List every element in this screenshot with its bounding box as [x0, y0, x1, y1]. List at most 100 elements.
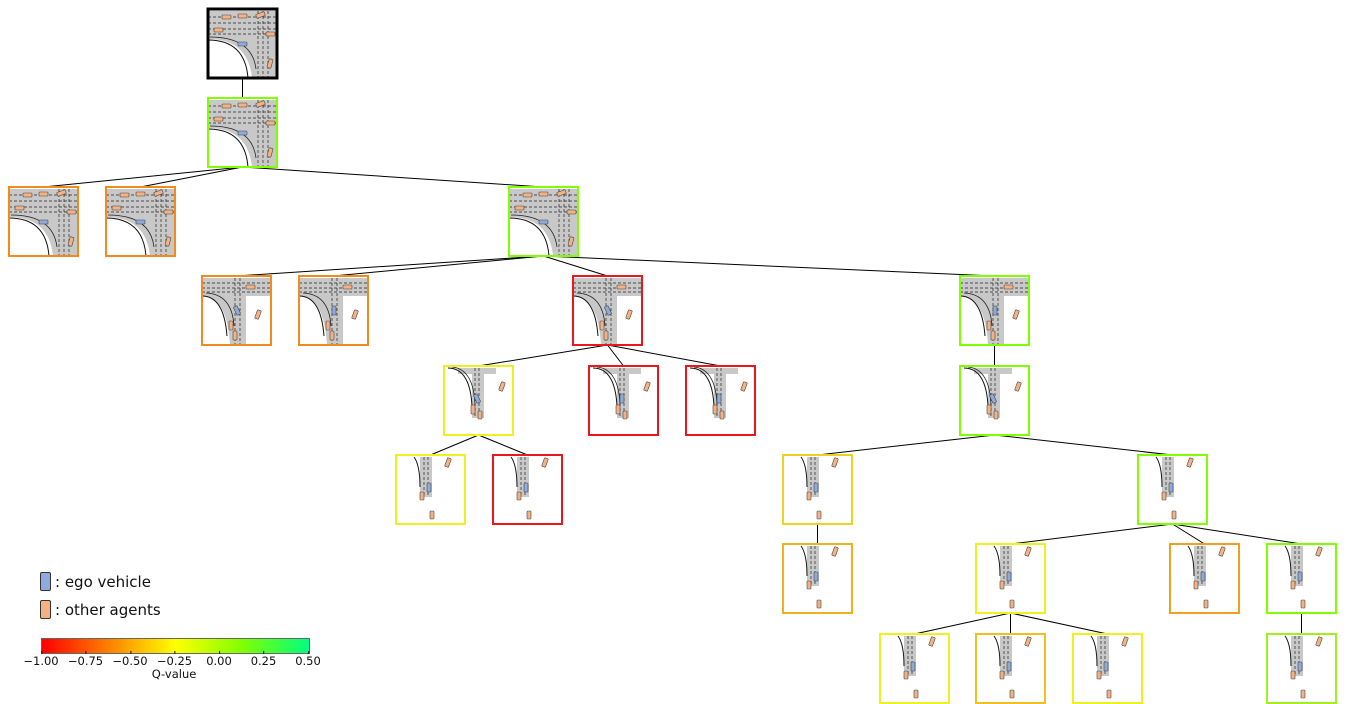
tree-node-n3a — [201, 275, 272, 346]
colorbar-tick: 0.25 — [250, 651, 277, 668]
node-border — [1072, 633, 1143, 704]
other-agent-icon — [903, 670, 909, 680]
ego-vehicle-icon — [1297, 661, 1303, 672]
ego-vehicle-icon — [1200, 571, 1206, 582]
node-border — [201, 275, 272, 346]
colorbar-tick: 0.00 — [206, 651, 232, 668]
other-agent-icon — [266, 58, 274, 69]
other-agent-icon — [329, 330, 335, 341]
tree-node-n3c — [572, 275, 643, 346]
tree-edges — [43, 78, 1302, 635]
scene-thumbnail — [1090, 635, 1129, 699]
node-border — [1266, 633, 1337, 704]
other-agent-icon — [538, 191, 549, 197]
other-agent-icon — [522, 192, 533, 198]
other-agent-icon — [831, 546, 839, 557]
other-agent-icon — [526, 510, 532, 520]
scene-thumbnail — [202, 278, 271, 345]
other-agent-icon — [740, 381, 748, 392]
other-agent-icon — [342, 284, 353, 290]
node-border — [782, 454, 853, 525]
tree-node-n4a — [443, 365, 514, 436]
ego-vehicle-icon — [473, 393, 481, 404]
node-border — [879, 633, 950, 704]
other-agent-icon — [232, 330, 238, 341]
node-border — [298, 275, 369, 346]
other-agent-icon — [986, 404, 992, 415]
ego-vehicle-icon — [989, 393, 997, 404]
ego-vehicle-icon — [1103, 661, 1109, 672]
other-agent-icon — [221, 14, 232, 20]
tree-node-n5d — [1137, 454, 1208, 525]
scene-thumbnail — [299, 278, 368, 345]
scene-thumbnail — [1284, 635, 1323, 699]
ego-vehicle-icon — [233, 305, 241, 316]
tree-edge — [478, 344, 608, 367]
tree-edge — [236, 255, 544, 277]
tree-edge — [333, 255, 544, 277]
other-agent-icon — [266, 147, 274, 158]
ego-vehicle-icon — [619, 393, 625, 404]
other-agent-icon — [254, 309, 262, 320]
scene-thumbnail — [993, 545, 1032, 609]
other-agent-icon — [213, 27, 224, 33]
scene-thumbnail — [800, 456, 839, 520]
other-agent-icon — [1121, 636, 1129, 647]
tree-node-n6d — [1266, 543, 1337, 614]
other-agent-icon — [56, 189, 67, 197]
scene-thumbnail — [1284, 545, 1323, 609]
scene-thumbnail — [897, 635, 936, 699]
other-agent-icon — [643, 381, 651, 392]
node-border — [572, 275, 643, 346]
tree-edge — [607, 344, 721, 367]
scene-thumbnail — [689, 366, 748, 420]
node-border — [1169, 543, 1240, 614]
other-agent-icon — [164, 236, 172, 247]
other-agent-icon — [806, 580, 812, 590]
tree-edge — [1010, 523, 1173, 545]
tree-edge — [543, 255, 608, 277]
other-agent-icon — [913, 689, 919, 699]
other-agent-icon — [615, 404, 621, 415]
tree-node-n1 — [207, 97, 278, 168]
ego-vehicle-icon — [523, 482, 529, 493]
tree-node-n7d — [1266, 633, 1337, 704]
ego-vehicle-icon — [135, 219, 146, 225]
other-agent-icon — [221, 103, 232, 109]
other-agent-icon — [816, 599, 822, 609]
other-agent-swatch-icon — [40, 600, 51, 619]
other-agent-icon — [67, 236, 75, 247]
other-agent-icon — [1024, 546, 1032, 557]
node-border — [782, 543, 853, 614]
node-border — [959, 275, 1030, 346]
ego-vehicle-icon — [1006, 661, 1012, 672]
ego-vehicle-icon — [716, 393, 722, 404]
ego-vehicle-icon — [992, 305, 998, 316]
other-agent-icon — [625, 309, 633, 320]
other-agent-icon — [213, 116, 224, 122]
other-agent-icon — [1290, 580, 1296, 590]
tree-edge — [1010, 612, 1108, 635]
tree-node-root — [206, 7, 279, 80]
tree-node-n4d — [959, 365, 1030, 436]
tree-node-n5b — [492, 454, 563, 525]
ego-vehicle-icon — [1297, 571, 1303, 582]
legend-ego-label: : ego vehicle — [55, 572, 151, 591]
tree-node-n7c — [1072, 633, 1143, 704]
tree-edge — [43, 166, 243, 188]
node-border — [395, 454, 466, 525]
scene-thumbnail — [208, 11, 277, 78]
scene-thumbnail — [106, 189, 175, 256]
other-agent-icon — [1161, 491, 1167, 501]
other-agent-icon — [1203, 599, 1209, 609]
other-agent-icon — [719, 410, 725, 420]
other-agent-icon — [111, 205, 122, 211]
other-agent-icon — [986, 320, 992, 331]
node-border — [206, 7, 279, 80]
other-agent-icon — [38, 191, 49, 197]
other-agent-icon — [1300, 599, 1306, 609]
ego-vehicle-icon — [1006, 571, 1012, 582]
node-border — [8, 186, 79, 257]
colorbar-tick: −0.75 — [67, 651, 104, 668]
other-agent-icon — [541, 457, 549, 468]
